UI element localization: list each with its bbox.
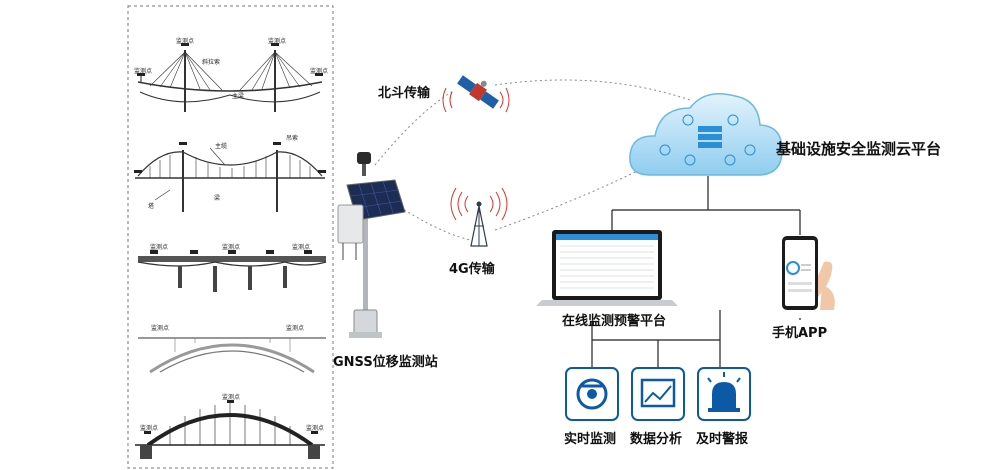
deck-arch-bridge-drawing — [138, 337, 326, 374]
network-connector-lines — [591, 176, 801, 368]
beam-label: 梁 — [214, 195, 221, 202]
gnss-station-label: GNSS位移监测站 — [333, 355, 438, 370]
monitor-point-label: 监测点 — [292, 244, 311, 251]
gnss-receiver-icon — [137, 73, 145, 82]
main-cable-label: 主缆 — [215, 143, 228, 150]
monitor-point-label: 监测点 — [268, 38, 287, 45]
laptop-screen-table — [556, 234, 658, 289]
monitor-point-label: 监测点 — [222, 394, 241, 401]
data-analysis-label: 数据分析 — [630, 432, 683, 447]
gnss-receiver-icon — [315, 73, 323, 76]
4g-transmission-label: 4G传输 — [449, 262, 495, 277]
gnss-receiver-icon — [311, 431, 318, 434]
gnss-receiver-icon — [227, 400, 234, 403]
girder-bridge-drawing — [137, 256, 327, 292]
gnss-receiver-icon — [179, 142, 187, 145]
mobile-app-label: 手机APP — [772, 326, 828, 341]
monitor-point-label: 监测点 — [286, 325, 305, 332]
monitor-point-label: 监测点 — [150, 244, 169, 251]
monitor-point-label: 监测点 — [151, 325, 170, 332]
realtime-monitoring-label: 实时监测 — [564, 432, 617, 447]
gnss-receiver-icon — [304, 250, 312, 254]
cable-stayed-bridge-drawing — [137, 50, 323, 112]
beidou-transmission-label: 北斗传输 — [378, 86, 431, 101]
suspender-label: 吊索 — [286, 135, 299, 142]
stay-cable-label: 斜拉索 — [202, 59, 221, 66]
main-beam-label: 主梁 — [232, 93, 245, 100]
alarm-icon — [697, 367, 751, 421]
transmission-paths — [374, 79, 691, 241]
monitoring-point-markers — [134, 43, 326, 434]
monitor-point-label: 监测点 — [306, 425, 325, 432]
phone-icon — [782, 236, 835, 310]
tower-label: 塔 — [148, 203, 155, 210]
cloud-platform-icon — [629, 93, 783, 176]
through-arch-bridge-drawing — [135, 403, 325, 459]
gnss-receiver-icon — [228, 250, 236, 254]
monitor-point-label: 监测点 — [176, 38, 195, 45]
monitor-point-label: 监测点 — [134, 68, 153, 75]
gnss-receiver-icon — [273, 142, 281, 145]
gnss-receiver-icon — [144, 431, 151, 434]
4g-tower-icon — [470, 201, 488, 247]
data-analysis-icon — [631, 367, 685, 421]
server-icon — [698, 126, 722, 148]
4g-signal-waves — [450, 187, 508, 221]
gnss-receiver-icon — [271, 43, 279, 46]
bridge-types-panel — [127, 5, 334, 469]
gnss-receiver-icon — [150, 250, 158, 254]
monitor-point-label: 监测点 — [140, 425, 159, 432]
monitor-point-label: 监测点 — [310, 68, 329, 75]
gnss-receiver-icon — [190, 250, 198, 254]
timely-alarm-label: 及时警报 — [696, 432, 749, 447]
gnss-receiver-icon — [181, 43, 189, 46]
cloud-platform-label: 基础设施安全监测云平台 — [776, 140, 942, 158]
laptop-icon — [536, 230, 678, 306]
monitor-point-label: 监测点 — [222, 244, 241, 251]
suspension-bridge-drawing — [135, 147, 325, 212]
realtime-monitoring-icon — [565, 367, 619, 421]
online-platform-label: 在线监测预警平台 — [562, 314, 667, 329]
gnss-receiver-icon — [134, 170, 142, 173]
satellite-icon — [457, 75, 499, 109]
gnss-station-icon — [337, 152, 406, 338]
gnss-receiver-icon — [318, 170, 326, 173]
satellite-signal-waves — [442, 87, 510, 113]
gnss-receiver-icon — [266, 250, 274, 254]
